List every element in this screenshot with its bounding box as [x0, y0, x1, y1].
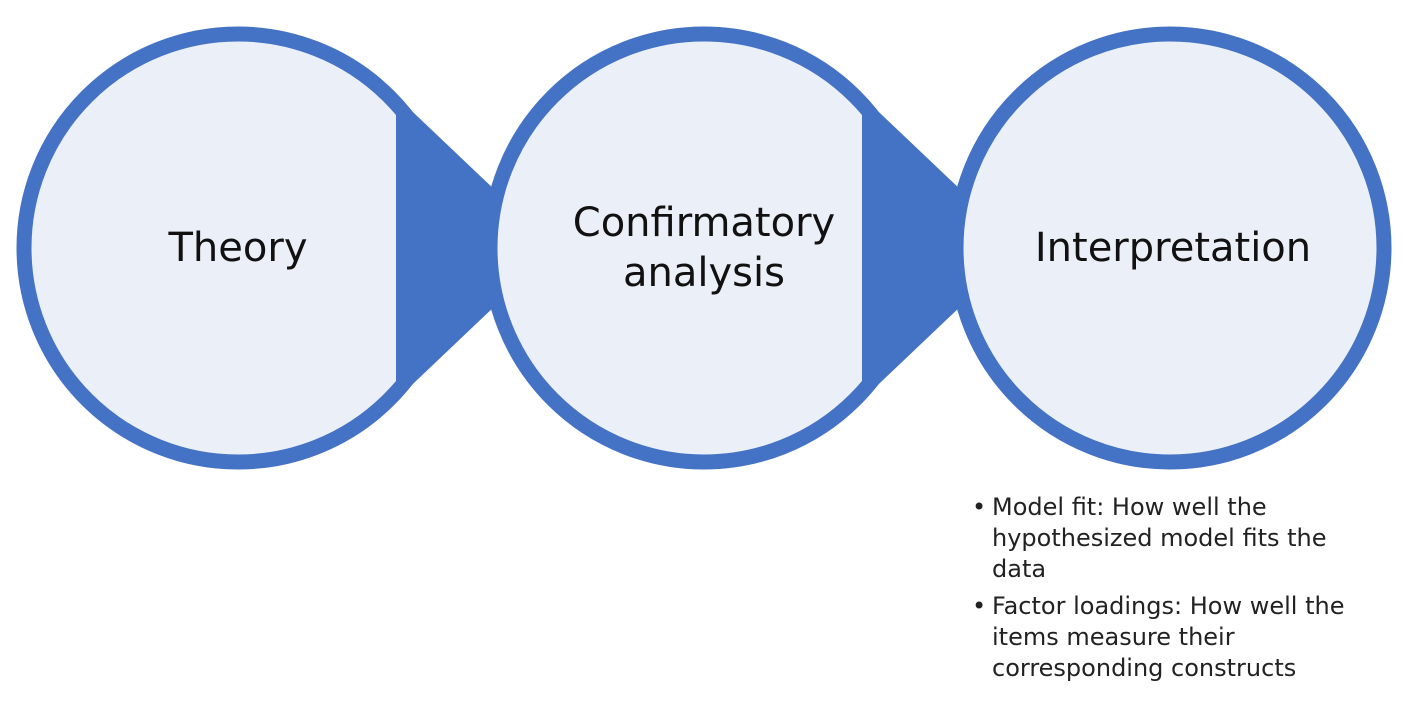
analysis-to-interpretation-arrow [862, 96, 1022, 400]
theory-label: Theory [168, 225, 308, 271]
note-model-fit: • Model fit: How well the hypothesized m… [970, 492, 1370, 585]
note-text: Factor loadings: How well the items meas… [992, 592, 1345, 682]
note-factor-loadings: • Factor loadings: How well the items me… [970, 591, 1370, 684]
theory-to-analysis-arrow [396, 96, 556, 400]
note-text: Model fit: How well the hypothesized mod… [992, 493, 1327, 583]
interpretation-notes: • Model fit: How well the hypothesized m… [970, 492, 1370, 690]
interpretation-label: Interpretation [1034, 225, 1312, 271]
bullet: • [972, 493, 987, 521]
interpretation-circle [948, 26, 1392, 470]
bullet: • [972, 592, 987, 620]
confirmatory-analysis-label: Confirmatory analysis [572, 200, 836, 296]
